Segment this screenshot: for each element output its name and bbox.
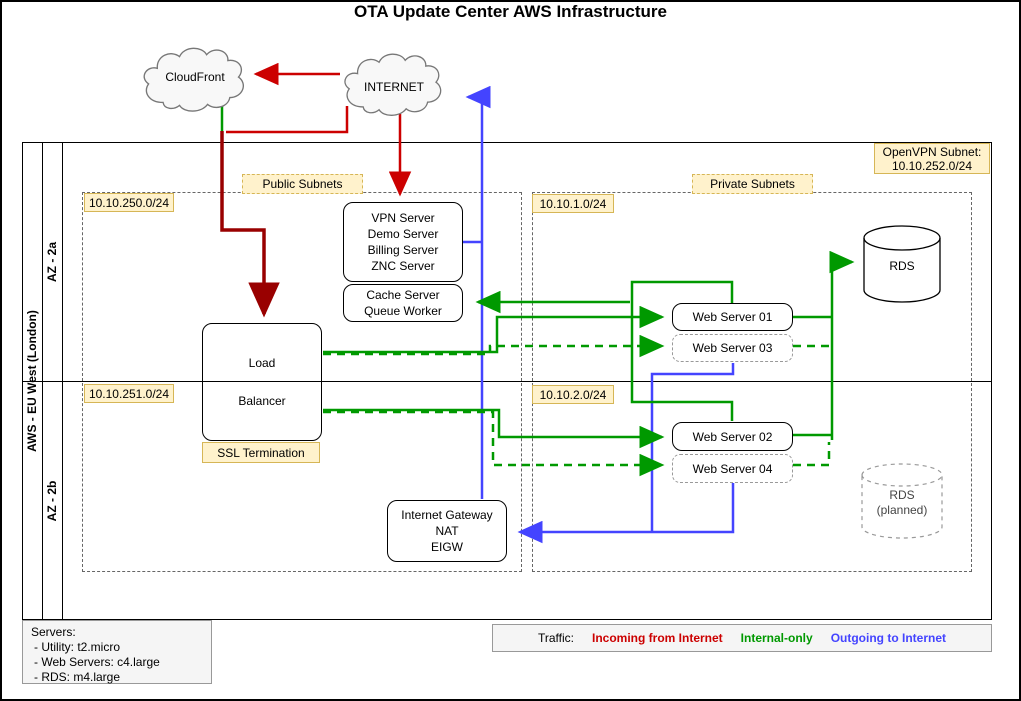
load-balancer-line-2: Balancer xyxy=(238,394,286,408)
igw-line-1: Internet Gateway xyxy=(401,508,493,522)
cidr-public-b-label: 10.10.251.0/24 xyxy=(84,384,174,403)
utility-line-4: ZNC Server xyxy=(371,259,435,273)
utility-line-3: Billing Server xyxy=(367,243,439,257)
traffic-legend-label: Traffic: xyxy=(537,631,574,645)
cache-line-1: Cache Server xyxy=(366,288,440,302)
web-server-02-node: Web Server 02 xyxy=(672,422,793,451)
web-server-01-node: Web Server 01 xyxy=(672,303,793,331)
rds-planned-label: RDS (planned) xyxy=(860,475,944,531)
web-server-04-node: Web Server 04 xyxy=(672,454,793,483)
rds-cylinder-shape xyxy=(863,225,941,303)
load-balancer-line-1: Load xyxy=(248,356,276,370)
cache-queue-node: Cache Server Queue Worker xyxy=(343,284,463,322)
ssl-termination-label: SSL Termination xyxy=(202,442,320,463)
az-divider-over-lb xyxy=(203,381,321,382)
cidr-public-a-label: 10.10.250.0/24 xyxy=(84,193,174,212)
cache-line-2: Queue Worker xyxy=(364,304,442,318)
cidr-private-a-label: 10.10.1.0/24 xyxy=(532,194,614,213)
cloudfront-label: CloudFront xyxy=(165,70,225,84)
openvpn-subnet-line1: OpenVPN Subnet: xyxy=(882,144,982,159)
traffic-legend-internal: Internal-only xyxy=(740,631,813,645)
traffic-legend-outgoing: Outgoing to Internet xyxy=(830,631,946,645)
utility-line-1: VPN Server xyxy=(371,211,435,225)
utility-line-2: Demo Server xyxy=(367,227,439,241)
igw-line-3: EIGW xyxy=(431,540,463,554)
rds-label: RDS xyxy=(889,258,915,273)
internet-label: INTERNET xyxy=(364,80,424,94)
servers-legend-item-1: - Utility: t2.micro xyxy=(34,640,121,654)
cidr-private-b-label: 10.10.2.0/24 xyxy=(532,385,614,404)
rds-planned-line-2: (planned) xyxy=(876,503,928,517)
rds-planned-line-1: RDS xyxy=(889,488,915,502)
load-balancer-node: Load Balancer xyxy=(202,323,322,441)
igw-line-2: NAT xyxy=(435,524,459,538)
internet-gateway-node: Internet Gateway NAT EIGW xyxy=(387,500,507,562)
servers-legend-title: Servers: xyxy=(31,625,76,639)
private-subnets-label: Private Subnets xyxy=(692,174,813,194)
utility-servers-node: VPN Server Demo Server Billing Server ZN… xyxy=(343,202,463,282)
openvpn-subnet-note: OpenVPN Subnet: 10.10.252.0/24 xyxy=(874,143,990,174)
az-divider-line xyxy=(22,381,992,382)
openvpn-subnet-line2: 10.10.252.0/24 xyxy=(891,158,973,173)
traffic-legend-incoming: Incoming from Internet xyxy=(592,631,723,645)
rds-planned-cylinder-shape xyxy=(861,463,943,539)
web-server-03-node: Web Server 03 xyxy=(672,334,793,362)
servers-legend: Servers: - Utility: t2.micro - Web Serve… xyxy=(22,620,212,684)
page-title: OTA Update Center AWS Infrastructure xyxy=(354,2,667,21)
internet-cloud-shape xyxy=(344,53,442,116)
cloudfront-cloud-shape xyxy=(143,47,244,112)
servers-legend-item-3: - RDS: m4.large xyxy=(34,670,121,684)
servers-legend-item-2: - Web Servers: c4.large xyxy=(34,655,160,669)
public-subnets-label: Public Subnets xyxy=(242,174,363,194)
traffic-legend: Traffic: Incoming from Internet Internal… xyxy=(492,624,992,652)
